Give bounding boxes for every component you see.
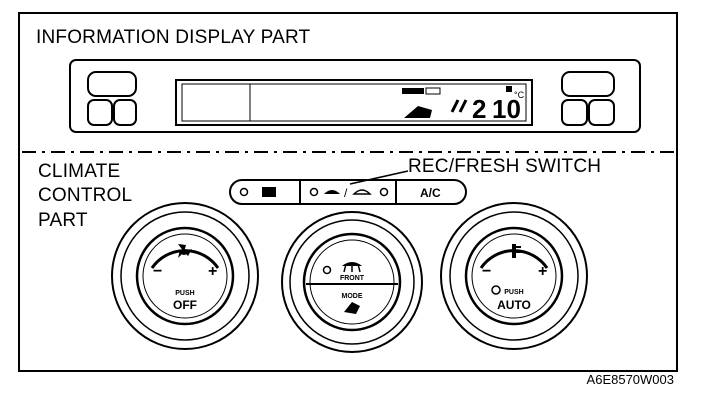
- lcd-inner-border: [181, 83, 527, 122]
- fresh-air-icon: [352, 189, 372, 195]
- lcd-airflow-person-icon: [404, 106, 432, 118]
- airflow-mode-icon: [344, 302, 360, 314]
- lcd-screen: [175, 79, 533, 126]
- auto-indicator: [491, 285, 501, 295]
- rear-defroster-icon: [262, 187, 276, 197]
- rear-defrost-indicator: [239, 187, 249, 197]
- info-display-bezel: [69, 59, 641, 133]
- display-left-lower-left-button: [87, 99, 113, 126]
- thermometer-icon: [512, 244, 521, 258]
- fan-plus: +: [208, 263, 217, 280]
- climate-label-line1: CLIMATE: [38, 161, 121, 182]
- temp-minus: −: [482, 263, 491, 280]
- information-display-part-label: INFORMATION DISPLAY PART: [36, 27, 311, 48]
- mode-label: MODE: [342, 293, 363, 300]
- temperature-knob: − + PUSH AUTO: [440, 202, 588, 350]
- climate-label-line3: PART: [38, 210, 88, 231]
- lcd-temperature-digits-2: 10: [492, 94, 521, 124]
- lcd-temperature-digits: 2: [472, 94, 486, 124]
- rec-fresh-leader-line: [349, 170, 409, 185]
- fan-speed-knob: − + PUSH OFF: [111, 202, 259, 350]
- figure-code: A6E8570W003: [586, 372, 674, 387]
- svg-text:°C: °C: [514, 90, 525, 100]
- fan-minus: −: [153, 263, 162, 280]
- mode-knob: FRONT MODE: [281, 211, 423, 353]
- front-defrost-indicator: [322, 265, 332, 275]
- recirculation-icon: [324, 190, 340, 194]
- rec-fresh-switch-label: REC/FRESH SWITCH: [408, 156, 602, 177]
- lcd-fan-icon: [450, 99, 468, 113]
- display-right-lower-left-button: [561, 99, 588, 126]
- control-panel-frame: [18, 12, 678, 372]
- display-right-upper-button: [561, 71, 615, 97]
- display-right-lower-right-button: [588, 99, 615, 126]
- temp-push-label: PUSH: [504, 289, 523, 296]
- auto-label: AUTO: [497, 298, 531, 312]
- climate-label-line2: CONTROL: [38, 185, 133, 206]
- fan-icon: [178, 244, 192, 258]
- front-label: FRONT: [340, 275, 365, 282]
- rec-indicator: [309, 187, 319, 197]
- display-left-upper-button: [87, 71, 137, 97]
- fresh-indicator: [379, 187, 389, 197]
- switch-bar: [229, 179, 467, 205]
- front-defroster-icon: [342, 262, 362, 273]
- ac-button-label: A/C: [420, 186, 441, 200]
- temp-plus: +: [538, 263, 547, 280]
- fan-off-label: OFF: [173, 298, 197, 312]
- display-left-lower-right-button: [113, 99, 137, 126]
- lcd-recirculation-icon: [402, 87, 441, 95]
- svg-text:/: /: [344, 186, 348, 200]
- fan-push-label: PUSH: [175, 290, 194, 297]
